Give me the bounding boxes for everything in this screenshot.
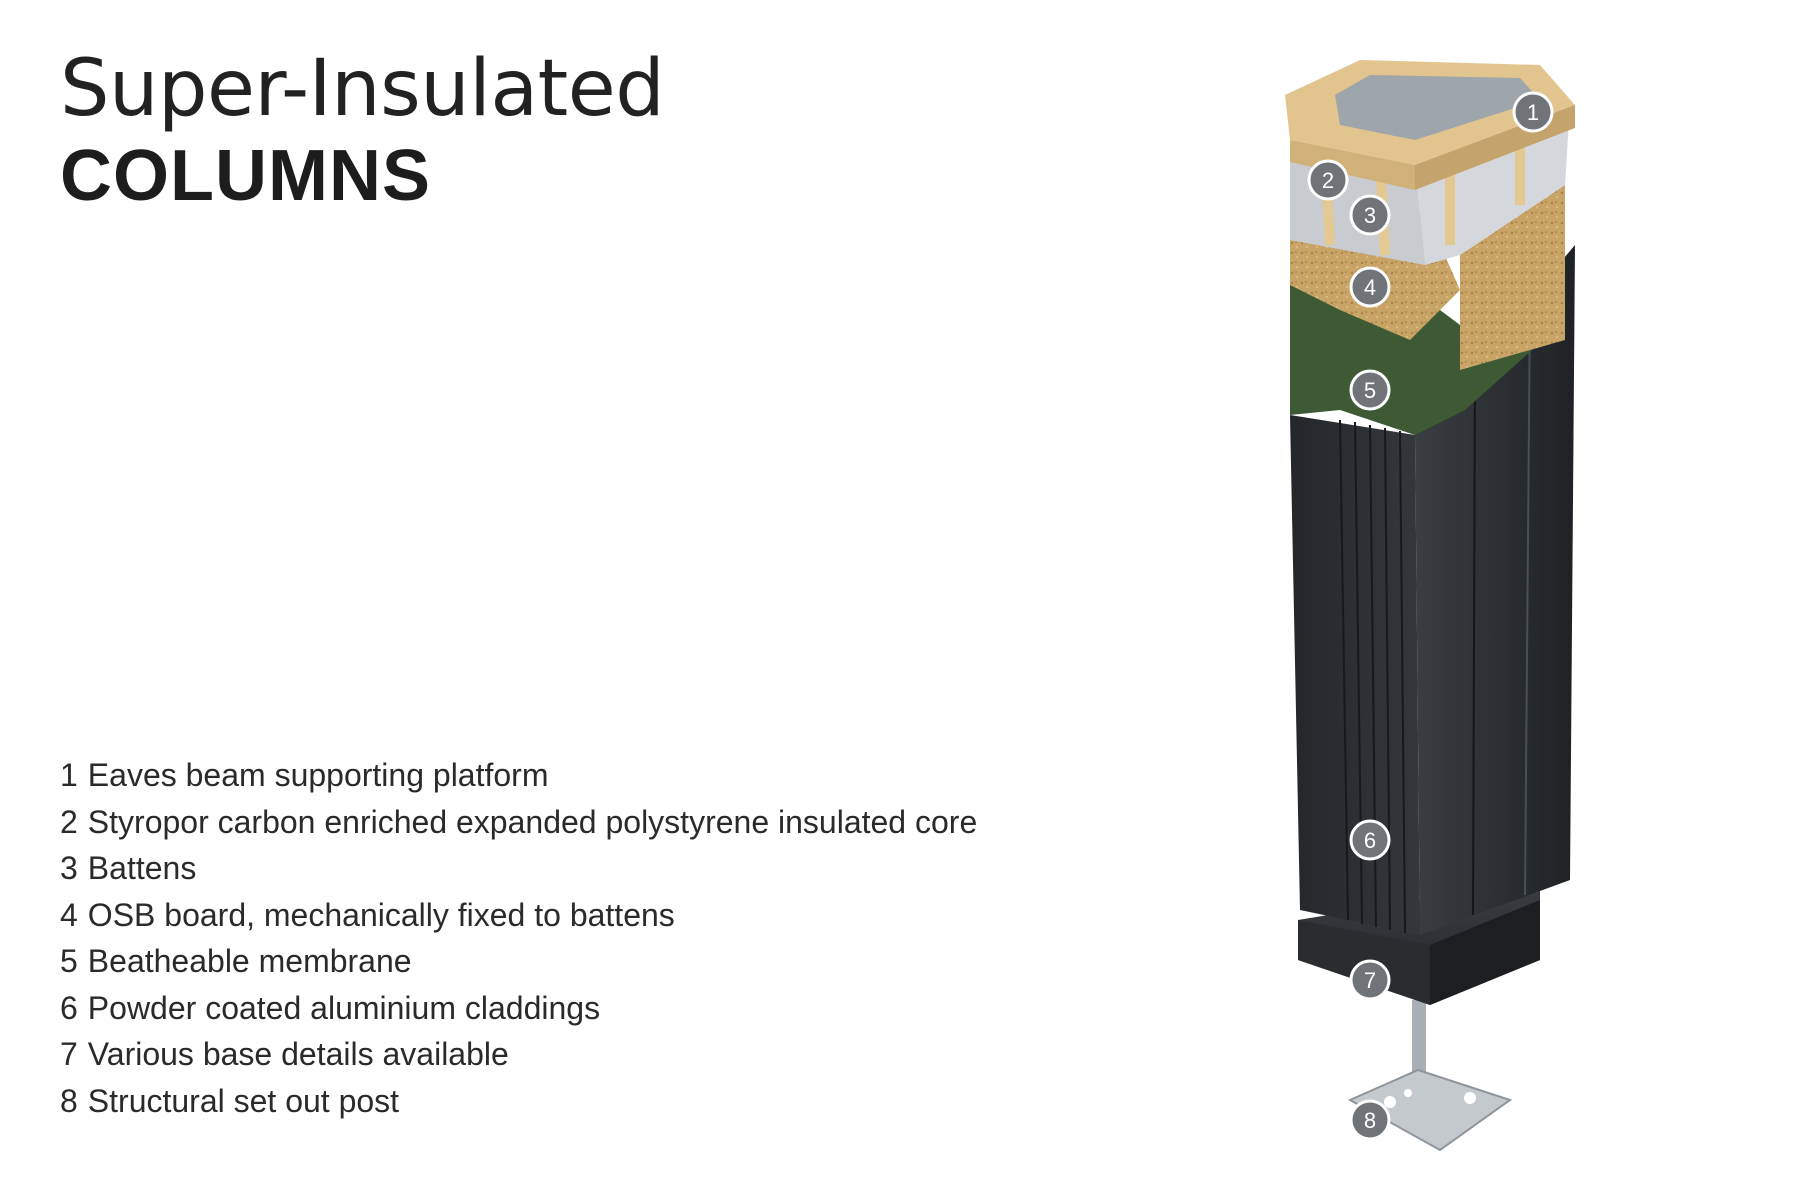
page-title-bold: COLUMNS [60, 136, 431, 216]
legend-number: 1 [60, 757, 78, 793]
page-title-light: Super-Insulated [60, 44, 665, 134]
legend-text: Battens [87, 850, 197, 886]
marker-8: 8 [1349, 1099, 1391, 1141]
legend-number: 8 [60, 1082, 78, 1119]
marker-label: 7 [1364, 968, 1376, 993]
legend-number: 6 [60, 989, 78, 1026]
column-cutaway-illustration: 1 2 3 4 5 6 7 8 [1285, 60, 1575, 1152]
marker-label: 5 [1364, 378, 1376, 403]
set-out-post [1347, 1000, 1513, 1152]
marker-4: 4 [1349, 266, 1391, 308]
marker-label: 3 [1364, 203, 1376, 228]
legend-text: Powder coated aluminium claddings [87, 989, 601, 1026]
legend-number: 4 [60, 896, 78, 933]
marker-label: 8 [1364, 1108, 1376, 1133]
marker-label: 2 [1322, 168, 1334, 193]
marker-label: 1 [1527, 100, 1539, 125]
legend-text: Structural set out post [87, 1082, 400, 1119]
marker-2: 2 [1307, 159, 1349, 201]
marker-5: 5 [1349, 369, 1391, 411]
legend-text: OSB board, mechanically fixed to battens [87, 896, 675, 933]
marker-7: 7 [1349, 959, 1391, 1001]
legend-text: Beatheable membrane [87, 943, 412, 979]
marker-6: 6 [1349, 819, 1391, 861]
legend-number: 5 [60, 943, 78, 979]
legend-text: Styropor carbon enriched expanded polyst… [87, 803, 978, 840]
marker-label: 4 [1364, 275, 1376, 300]
marker-1: 1 [1512, 91, 1554, 133]
legend-number: 3 [60, 850, 78, 886]
marker-label: 6 [1364, 828, 1376, 853]
marker-3: 3 [1349, 194, 1391, 236]
legend-number: 2 [60, 803, 78, 840]
legend-text: Eaves beam supporting platform [87, 757, 549, 793]
aluminium-cladding [1290, 245, 1575, 935]
legend-number: 7 [60, 1036, 78, 1072]
legend-text: Various base details available [87, 1036, 509, 1072]
